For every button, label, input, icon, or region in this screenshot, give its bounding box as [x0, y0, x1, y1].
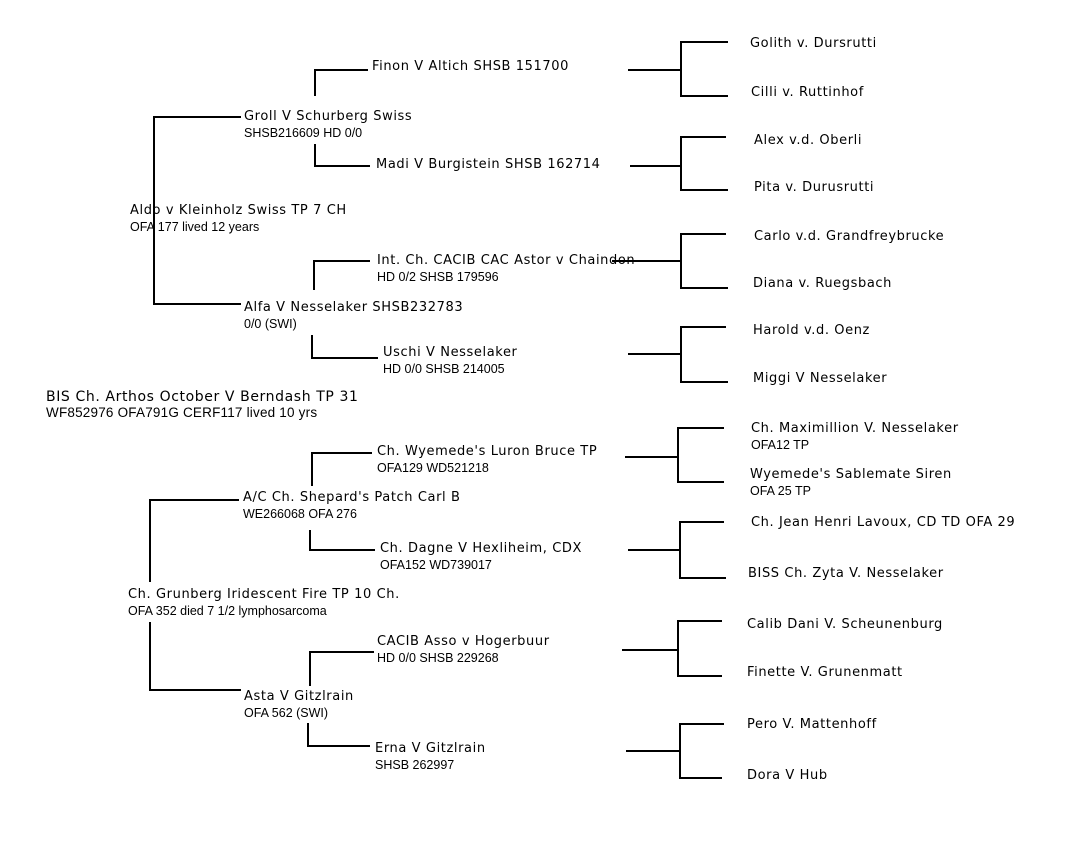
- great-great-grandparent-node: Pero V. Mattenhoff: [747, 717, 877, 733]
- dam-info: OFA 352 died 7 1/2 lymphosarcoma: [128, 604, 327, 618]
- great-great-grandparent-name: Pero V. Mattenhoff: [747, 717, 877, 732]
- subject-name: BIS Ch. Arthos October V Berndash TP 31: [46, 389, 359, 405]
- great-great-grandparent-node: Carlo v.d. Grandfreybrucke: [754, 229, 944, 245]
- great-great-grandparent-node: Harold v.d. Oenz: [753, 323, 870, 339]
- great-grandparent-name: Ch. Wyemede's Luron Bruce TP: [377, 444, 598, 459]
- grandparent-info: WE266068 OFA 276: [243, 507, 357, 521]
- great-great-grandparent-node: Miggi V Nesselaker: [753, 371, 887, 387]
- great-grandparent-node: Erna V Gitzlrain SHSB 262997: [375, 741, 486, 773]
- grandparent-name: Groll V Schurberg Swiss: [244, 109, 413, 124]
- great-great-grandparent-name: Golith v. Dursrutti: [750, 36, 877, 51]
- grandparent-node: Asta V Gitzlrain OFA 562 (SWI): [244, 689, 354, 721]
- great-great-grandparent-name: Miggi V Nesselaker: [753, 371, 888, 386]
- connector-astor: [612, 233, 728, 289]
- grandparent-info: OFA 562 (SWI): [244, 706, 329, 720]
- grandparent-node: Alfa V Nesselaker SHSB232783 0/0 (SWI): [244, 300, 463, 332]
- great-great-grandparent-node: Ch. Maximillion V. Nesselaker OFA12 TP: [751, 421, 959, 453]
- great-great-grandparent-node: Finette V. Grunenmatt: [747, 665, 903, 681]
- great-grandparent-name: Finon V Altich SHSB 151700: [372, 59, 570, 74]
- grandparent-node: Groll V Schurberg Swiss SHSB216609 HD 0/…: [244, 109, 412, 141]
- great-great-grandparent-node: Ch. Jean Henri Lavoux, CD TD OFA 29: [751, 515, 1015, 531]
- connector-alfa: [311, 260, 378, 359]
- great-great-grandparent-name: BISS Ch. Zyta V. Nesselaker: [748, 566, 944, 581]
- connector-sire: [153, 116, 241, 305]
- great-great-grandparent-name: Diana v. Ruegsbach: [753, 276, 892, 291]
- connector-asso: [622, 620, 722, 677]
- great-great-grandparent-name: Calib Dani V. Scheunenburg: [747, 617, 943, 632]
- grandparent-name: A/C Ch. Shepard's Patch Carl B: [243, 490, 461, 505]
- great-great-grandparent-name: Harold v.d. Oenz: [753, 323, 870, 338]
- great-great-grandparent-name: Dora V Hub: [747, 768, 828, 783]
- great-grandparent-node: Int. Ch. CACIB CAC Astor v Chaindon HD 0…: [377, 253, 635, 285]
- great-great-grandparent-name: Ch. Jean Henri Lavoux, CD TD OFA 29: [751, 515, 1016, 530]
- great-grandparent-name: CACIB Asso v Hogerbuur: [377, 634, 550, 649]
- grandparent-node: A/C Ch. Shepard's Patch Carl B WE266068 …: [243, 490, 461, 522]
- great-grandparent-node: Uschi V Nesselaker HD 0/0 SHSB 214005: [383, 345, 518, 377]
- connector-asta: [307, 651, 374, 747]
- great-grandparent-name: Int. Ch. CACIB CAC Astor v Chaindon: [377, 253, 636, 268]
- connector-carl: [309, 452, 375, 551]
- grandparent-info: SHSB216609 HD 0/0: [244, 126, 363, 140]
- connector-dam: [149, 499, 241, 691]
- great-great-grandparent-node: Alex v.d. Oberli: [754, 133, 862, 149]
- connector-dagne: [628, 521, 726, 579]
- great-great-grandparent-node: Calib Dani V. Scheunenburg: [747, 617, 943, 633]
- sire-name: Aldo v Kleinholz Swiss TP 7 CH: [130, 203, 347, 218]
- connector-madi: [630, 136, 728, 191]
- great-grandparent-node: CACIB Asso v Hogerbuur HD 0/0 SHSB 22926…: [377, 634, 550, 666]
- great-great-grandparent-name: Alex v.d. Oberli: [754, 133, 863, 148]
- great-great-grandparent-node: Pita v. Durusrutti: [754, 180, 874, 196]
- great-great-grandparent-node: BISS Ch. Zyta V. Nesselaker: [748, 566, 944, 582]
- great-great-grandparent-node: Dora V Hub: [747, 768, 828, 784]
- connector-bruce: [625, 427, 724, 483]
- great-grandparent-info: OFA152 WD739017: [380, 558, 492, 572]
- great-grandparent-name: Ch. Dagne V Hexliheim, CDX: [380, 541, 583, 556]
- dam-name: Ch. Grunberg Iridescent Fire TP 10 Ch.: [128, 587, 400, 602]
- grandparent-name: Asta V Gitzlrain: [244, 689, 354, 704]
- great-grandparent-node: Madi V Burgistein SHSB 162714: [376, 157, 601, 173]
- dam-node: Ch. Grunberg Iridescent Fire TP 10 Ch. O…: [128, 587, 400, 619]
- great-great-grandparent-name: Pita v. Durusrutti: [754, 180, 875, 195]
- connector-groll: [314, 69, 370, 167]
- great-great-grandparent-name: Ch. Maximillion V. Nesselaker: [751, 421, 959, 436]
- subject-info: WF852976 OFA791G CERF117 lived 10 yrs: [46, 405, 318, 420]
- great-great-grandparent-node: Cilli v. Ruttinhof: [751, 85, 864, 101]
- grandparent-name: Alfa V Nesselaker SHSB232783: [244, 300, 464, 315]
- great-great-grandparent-name: Wyemede's Sablemate Siren: [750, 467, 952, 482]
- great-grandparent-name: Erna V Gitzlrain: [375, 741, 486, 756]
- connector-erna: [626, 723, 724, 779]
- great-grandparent-node: Ch. Dagne V Hexliheim, CDX OFA152 WD7390…: [380, 541, 582, 573]
- sire-info: OFA 177 lived 12 years: [130, 220, 260, 234]
- great-grandparent-info: HD 0/2 SHSB 179596: [377, 270, 499, 284]
- great-great-grandparent-info: OFA12 TP: [751, 438, 810, 452]
- great-great-grandparent-name: Carlo v.d. Grandfreybrucke: [754, 229, 945, 244]
- great-grandparent-name: Madi V Burgistein SHSB 162714: [376, 157, 601, 172]
- connector-uschi: [628, 326, 728, 383]
- great-great-grandparent-node: Diana v. Ruegsbach: [753, 276, 892, 292]
- great-grandparent-name: Uschi V Nesselaker: [383, 345, 518, 360]
- subject-dog: BIS Ch. Arthos October V Berndash TP 31 …: [46, 389, 358, 421]
- connector-finon: [628, 41, 728, 97]
- great-great-grandparent-info: OFA 25 TP: [750, 484, 811, 498]
- great-grandparent-info: SHSB 262997: [375, 758, 455, 772]
- sire-node: Aldo v Kleinholz Swiss TP 7 CH OFA 177 l…: [130, 203, 347, 235]
- great-great-grandparent-node: Golith v. Dursrutti: [750, 36, 877, 52]
- great-grandparent-node: Ch. Wyemede's Luron Bruce TP OFA129 WD52…: [377, 444, 597, 476]
- great-grandparent-node: Finon V Altich SHSB 151700: [372, 59, 569, 75]
- great-great-grandparent-node: Wyemede's Sablemate Siren OFA 25 TP: [750, 467, 952, 499]
- great-grandparent-info: HD 0/0 SHSB 214005: [383, 362, 505, 376]
- great-great-grandparent-name: Cilli v. Ruttinhof: [751, 85, 864, 100]
- great-grandparent-info: HD 0/0 SHSB 229268: [377, 651, 499, 665]
- great-great-grandparent-name: Finette V. Grunenmatt: [747, 665, 903, 680]
- grandparent-info: 0/0 (SWI): [244, 317, 297, 331]
- great-grandparent-info: OFA129 WD521218: [377, 461, 489, 475]
